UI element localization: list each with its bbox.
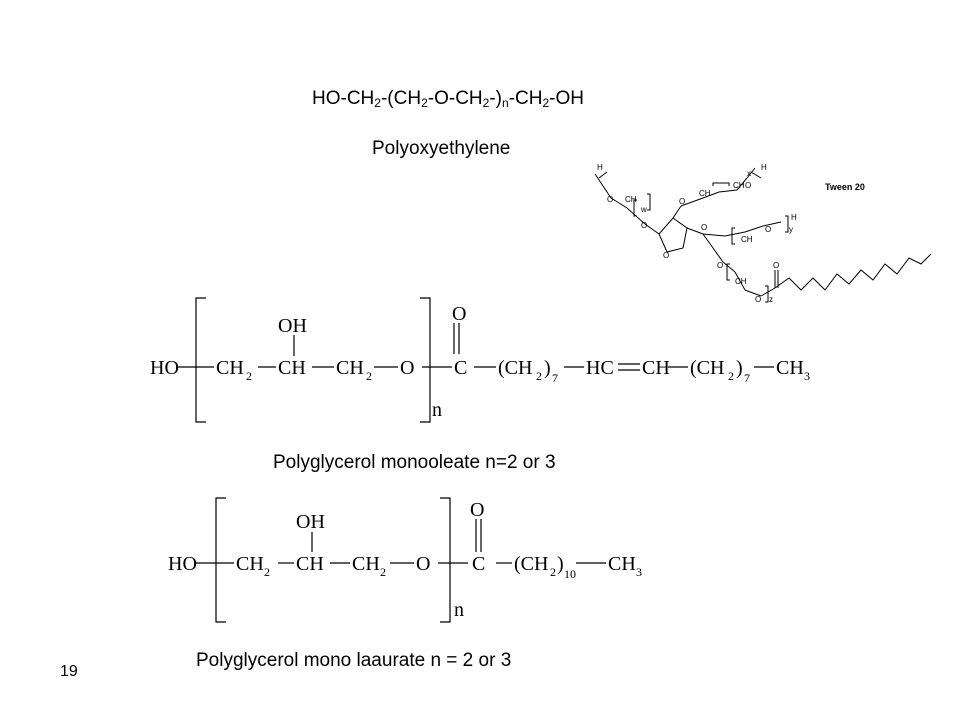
tween-o-top: O bbox=[745, 181, 751, 190]
oleate-ether-o: O bbox=[400, 357, 414, 379]
laurate-ch2-chain: (CH bbox=[514, 553, 548, 575]
laurate-ch3-sub: 3 bbox=[636, 565, 642, 579]
laurate-ch2-first-sub: 2 bbox=[264, 565, 270, 579]
tween-x-label: x bbox=[747, 169, 751, 178]
polyoxyethylene-formula: HO-CH2-(CH2-O-CH2-)n-CH2-OH bbox=[312, 88, 584, 110]
tween-h-top: H bbox=[761, 163, 767, 172]
oleate-ch2-second: CH bbox=[336, 357, 364, 379]
oleate-ch2-chain-2-count: 7 bbox=[744, 371, 750, 385]
oleate-ch2-chain-2-close: ) bbox=[736, 357, 743, 379]
oleate-carbonyl-c: C bbox=[454, 357, 467, 379]
laurate-ch3-label: CH bbox=[608, 553, 636, 575]
tween-20-structure: H O CH w O O O CH CH O x H O CH O y H O … bbox=[594, 163, 932, 304]
laurate-oh-label: OH bbox=[296, 511, 325, 533]
page-number: 19 bbox=[60, 663, 78, 680]
tween-y-label: y bbox=[789, 225, 793, 234]
laurate-ho-label: HO bbox=[168, 553, 197, 575]
tween-ch2-top-2: CH bbox=[733, 181, 745, 190]
tween-o-ring-left: O bbox=[641, 221, 647, 230]
laurate-ch2-first: CH bbox=[236, 553, 264, 575]
tween-h-left: H bbox=[597, 163, 603, 172]
oleate-ch2-chain-1: (CH bbox=[498, 357, 532, 379]
tween-w-label: w bbox=[640, 205, 647, 214]
tween-ch2-left: CH bbox=[625, 195, 637, 204]
tween-o-ring: O bbox=[663, 251, 669, 260]
laurate-ch-label: CH bbox=[296, 553, 324, 575]
tween-o-ring-top: O bbox=[679, 197, 685, 206]
oleate-ch2-first: CH bbox=[216, 357, 244, 379]
laurate-ch2-second-sub: 2 bbox=[380, 565, 386, 579]
tween-o-left: O bbox=[607, 195, 613, 204]
tween-o-mid: O bbox=[701, 223, 707, 232]
tween-h-mid: H bbox=[791, 213, 797, 222]
polyoxyethylene-caption: Polyoxyethylene bbox=[372, 138, 511, 159]
oleate-oh-label: OH bbox=[278, 315, 307, 337]
tween-o-carbonyl: O bbox=[773, 261, 779, 270]
oleate-ch2-chain-2: (CH bbox=[690, 357, 724, 379]
oleate-ch2-chain-1-sub: 2 bbox=[536, 369, 542, 383]
tween-ch2-top: CH bbox=[699, 189, 711, 198]
laurate-ch2-chain-close: ) bbox=[557, 553, 564, 575]
tween-o-low: O bbox=[717, 261, 723, 270]
laurate-ch2-chain-count: 10 bbox=[564, 567, 576, 581]
tween-o-mid-2: O bbox=[765, 225, 771, 234]
oleate-alkene-hc: HC bbox=[586, 357, 614, 379]
oleate-ch3-sub: 3 bbox=[804, 369, 810, 383]
tween-z-label: z bbox=[769, 295, 773, 304]
laurate-ch2-chain-sub: 2 bbox=[550, 565, 556, 579]
oleate-ch2-first-sub: 2 bbox=[246, 369, 252, 383]
oleate-ch2-chain-1-close: ) bbox=[544, 357, 551, 379]
oleate-ch2-second-sub: 2 bbox=[366, 369, 372, 383]
laurate-ch2-second: CH bbox=[352, 553, 380, 575]
oleate-alkene-ch: CH bbox=[642, 357, 670, 379]
oleate-ch-label: CH bbox=[278, 357, 306, 379]
laurate-carbonyl-o: O bbox=[470, 499, 484, 521]
polyglycerol-monooleate-structure: HO CH 2 CH OH CH 2 O O C (CH 2 ) 7 HC CH… bbox=[150, 297, 810, 423]
oleate-ch3-label: CH bbox=[776, 357, 804, 379]
tween-o-ester: O bbox=[755, 295, 761, 304]
oleate-ch2-chain-2-sub: 2 bbox=[728, 369, 734, 383]
oleate-carbonyl-o: O bbox=[452, 303, 466, 325]
monolaurate-caption: Polyglycerol mono laaurate n = 2 or 3 bbox=[196, 650, 512, 671]
tween-ch2-low: CH bbox=[735, 277, 747, 286]
tween-ch2-mid: CH bbox=[741, 235, 753, 244]
laurate-ether-o: O bbox=[416, 553, 430, 575]
polyglycerol-monolaurate-structure: HO CH 2 CH OH CH 2 O O C (CH 2 ) 10 CH 3… bbox=[168, 497, 642, 623]
monooleate-caption: Polyglycerol monooleate n=2 or 3 bbox=[273, 452, 556, 473]
oleate-repeat-n: n bbox=[432, 399, 442, 421]
tween-20-label: Tween 20 bbox=[825, 182, 865, 192]
laurate-repeat-n: n bbox=[454, 599, 464, 621]
laurate-carbonyl-c: C bbox=[472, 553, 485, 575]
oleate-ho-label: HO bbox=[150, 357, 179, 379]
oleate-ch2-chain-1-count: 7 bbox=[552, 371, 558, 385]
